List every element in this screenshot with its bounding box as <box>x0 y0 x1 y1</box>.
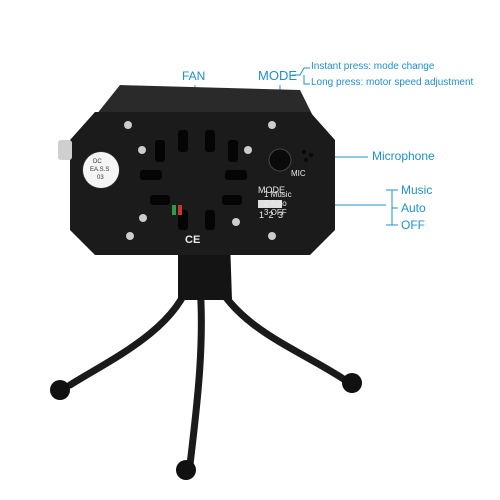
callout-microphone: Microphone <box>372 149 435 163</box>
sticker-text-2: EA.S.S <box>90 167 110 173</box>
device-mode-label: MODE <box>258 185 285 195</box>
callout-fan: FAN <box>182 69 206 83</box>
certification-sticker <box>83 152 119 188</box>
callout-music: Music <box>401 183 433 197</box>
device-option-3: 3 OFF <box>264 208 287 217</box>
device-option-1: 1 Music <box>264 190 292 199</box>
device-option-2: 2 Auto <box>264 199 287 208</box>
callout-mode: MODE <box>258 68 297 83</box>
device-switch-numbers: 1 2 3 <box>259 210 285 220</box>
sticker-text-1: DC <box>93 159 102 165</box>
ce-mark: CE <box>185 234 201 246</box>
device-mic-label: MIC <box>291 169 306 178</box>
callout-instant-press: Instant press: mode change <box>311 61 435 72</box>
callout-off: OFF <box>401 218 425 232</box>
callout-long-press: Long press: motor speed adjustment <box>311 77 474 88</box>
callout-auto: Auto <box>401 201 426 215</box>
sticker-text-3: 03 <box>97 175 104 181</box>
